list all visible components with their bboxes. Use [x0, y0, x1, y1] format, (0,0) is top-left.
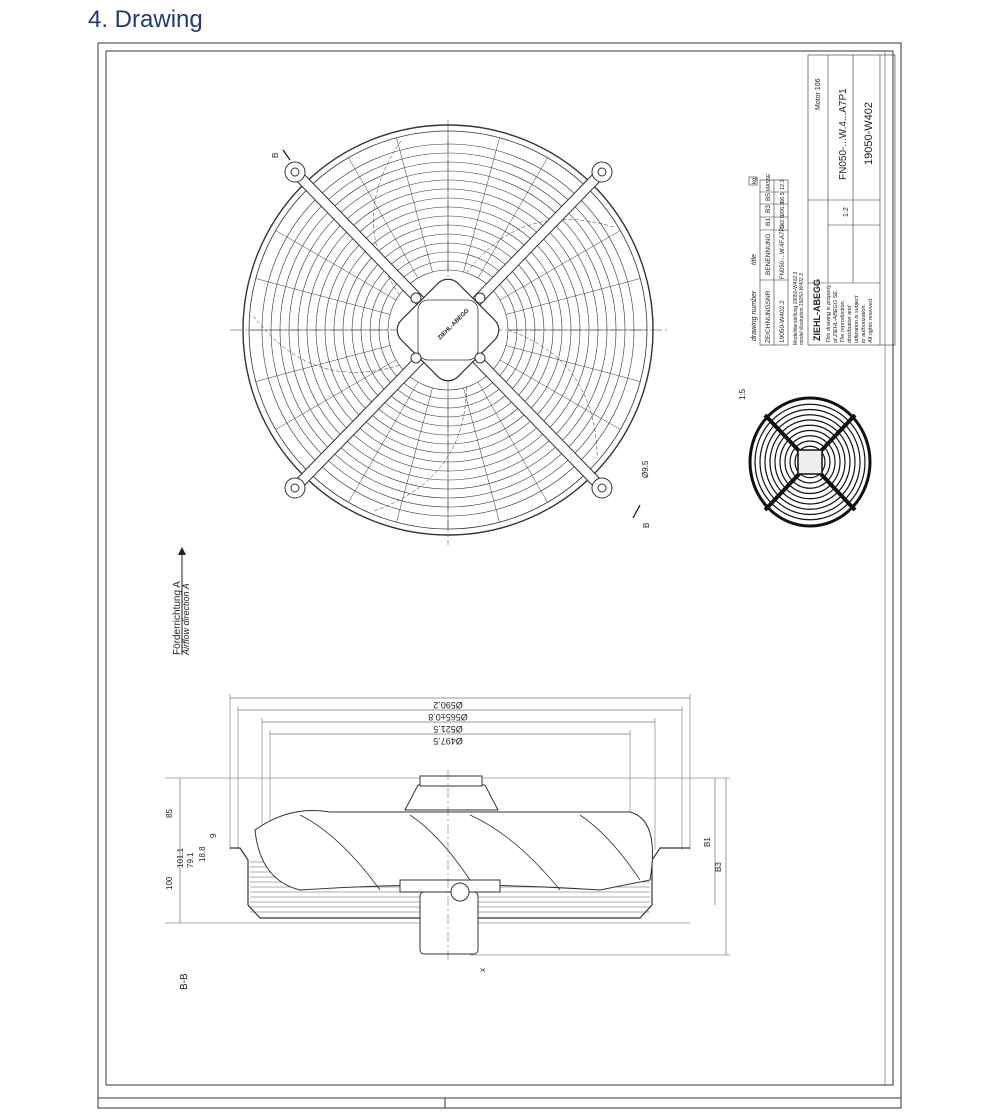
- dim-dia-590: Ø590.2: [433, 700, 463, 710]
- type-label: FN050-...W.4...A7P1: [838, 88, 849, 180]
- airflow-label-de: Förderrichtung A: [172, 581, 183, 655]
- property-note-line: to authorization.: [861, 304, 867, 343]
- dim-101-1: 101.1: [176, 847, 185, 868]
- value-b3: 206.3: [780, 202, 786, 216]
- dim-18-8: 18.8: [198, 846, 207, 862]
- terminal-box: [419, 891, 479, 955]
- value-b5: 66.5: [780, 192, 786, 203]
- drawing-number-label: drawing number: [751, 290, 758, 341]
- motor-cap: [404, 784, 499, 811]
- motor-label: Motor 106: [815, 78, 822, 110]
- dim-b1: B1: [703, 837, 712, 847]
- property-note-line: The reproduction,: [840, 300, 846, 343]
- frame-border: [105, 50, 894, 1086]
- mounting-foot: [284, 477, 306, 499]
- thumbnail-scale: 1:5: [738, 388, 747, 400]
- header-drawing-no: ZEICHNUNGSNR: [765, 290, 772, 343]
- property-note-line: utilization is subject: [854, 295, 860, 343]
- model-en: model illustration 19050-W402.3: [799, 273, 805, 345]
- model-de: Modelldarstellung 19050-W402.3: [793, 271, 799, 345]
- property-note-line: This drawing is property: [826, 283, 832, 343]
- dim-9: 9: [209, 833, 218, 838]
- fan-section-view: [165, 694, 730, 960]
- property-note-line: All rights reserved.: [868, 297, 874, 344]
- header-b5: B5: [765, 193, 772, 201]
- detail-mark: x: [478, 968, 487, 972]
- title-label: title: [751, 254, 758, 265]
- title-block: drawing number title kg ZEICHNUNGSNR BEN…: [748, 54, 896, 346]
- property-note-line: distribution and: [847, 305, 853, 343]
- header-b3: B3: [765, 205, 772, 213]
- mounting-foot: [591, 161, 613, 183]
- value-drawing-no: 19050-W402.2: [779, 300, 786, 343]
- fan-3d-thumbnail: [748, 396, 872, 528]
- value-b1: 142.0: [780, 215, 786, 229]
- section-mark-bottom: B: [642, 523, 651, 528]
- header-mass: MASSE: [766, 173, 772, 191]
- header-b1: B1: [765, 218, 772, 226]
- dim-b3: B3: [714, 862, 723, 872]
- dim-dia-521: Ø521.5: [433, 724, 463, 734]
- value-name: FN050-...W.4F.A7P1: [780, 224, 786, 279]
- impeller-blades: [254, 809, 653, 891]
- dim-dia-497: Ø497.5: [433, 736, 463, 746]
- dim-85: 85: [165, 809, 174, 818]
- thumbnail-rim: [748, 396, 872, 528]
- mounting-foot: [591, 477, 613, 499]
- dim-100: 100: [165, 876, 174, 890]
- section-mark-top: B: [271, 153, 280, 158]
- sheet-border: [97, 42, 902, 1109]
- guard-rim: [242, 124, 654, 536]
- number-label: 19050-W402: [863, 102, 875, 165]
- value-mass: 12.3: [780, 179, 786, 190]
- scale: 1:2: [843, 207, 850, 217]
- fan-front-view: [230, 120, 670, 545]
- airflow-label-en: Airflow direction A: [181, 583, 191, 656]
- hole-dimension: Ø9.5: [641, 460, 650, 478]
- dim-79-1: 79.1: [186, 852, 195, 868]
- unit-kg: kg: [752, 178, 758, 184]
- dim-dia-565: Ø565±0.8: [428, 712, 467, 722]
- header-name: BENENNUNG: [765, 233, 772, 275]
- section-label: B-B: [179, 973, 190, 990]
- property-note-line: of ZIEHL-ABEGG SE.: [833, 290, 839, 344]
- company-logo: ZIEHL-ABEGG: [812, 279, 822, 341]
- mounting-foot: [284, 161, 306, 183]
- section-heading: 4. Drawing: [88, 6, 203, 33]
